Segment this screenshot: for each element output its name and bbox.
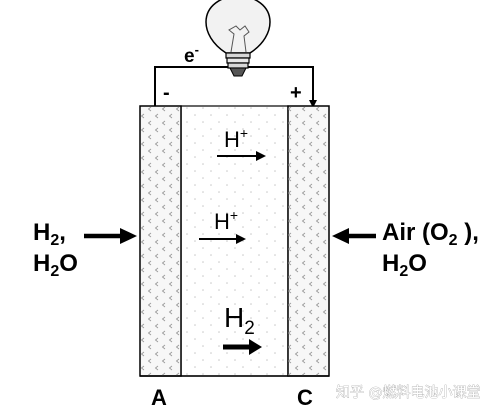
light-bulb-icon — [205, 0, 271, 77]
anode-input-line2: H2O — [33, 250, 78, 280]
cathode-input-arrow — [332, 228, 349, 244]
electron-label: e- — [184, 42, 199, 67]
h2-crossover-arrow — [249, 339, 262, 355]
anode-label: A — [151, 385, 167, 410]
negative-terminal-sign: - — [163, 82, 170, 104]
cathode-label: C — [297, 385, 313, 410]
anode-input-arrow — [120, 228, 137, 244]
proton-arrow-middle — [236, 234, 246, 244]
watermark: 知乎 @燃料电池小课堂 — [336, 384, 480, 401]
proton-label-top: H+ — [224, 125, 248, 152]
positive-terminal-sign: + — [290, 82, 302, 104]
h2-crossover-label: H2 — [224, 302, 255, 339]
anode-input-line1: H2, — [33, 219, 66, 249]
proton-arrow-top — [256, 151, 266, 161]
cathode-input-line2: H2O — [382, 250, 427, 280]
wire-arrowhead — [309, 100, 317, 108]
cathode-input-line1: Air (O2 ), — [382, 219, 479, 249]
proton-label-middle: H+ — [214, 207, 238, 234]
